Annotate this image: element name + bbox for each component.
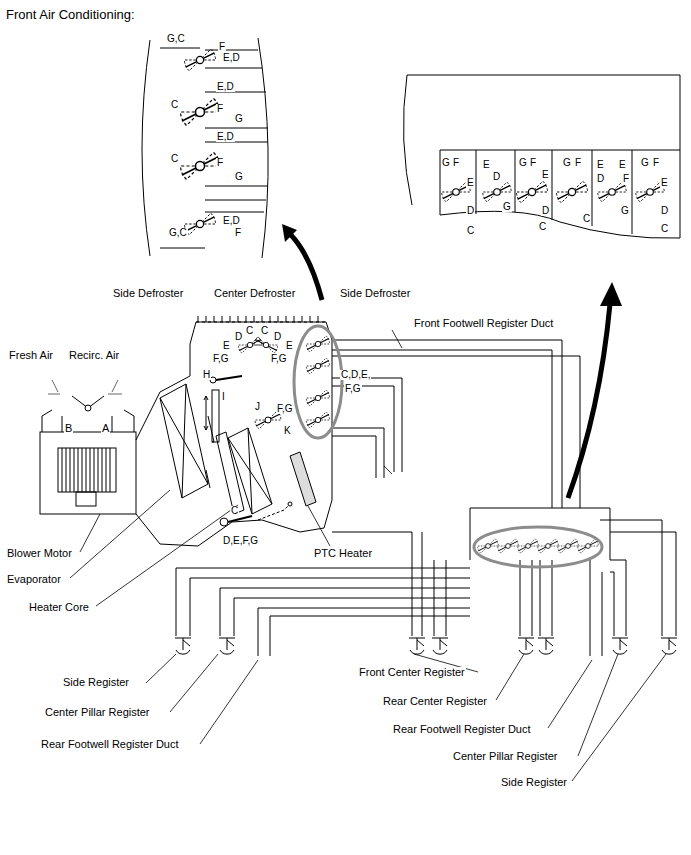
damper-position-letter: F,G	[270, 354, 288, 364]
damper-position-letter: G	[562, 158, 572, 168]
damper-position-letter: G	[620, 206, 630, 216]
damper-position-letter: A	[101, 423, 110, 434]
damper-position-letter: J	[254, 402, 261, 412]
part-label: Front Footwell Register Duct	[413, 318, 554, 329]
damper-position-letter: C	[582, 214, 591, 224]
part-label: Side Defroster	[339, 288, 411, 299]
damper-position-letter: G	[441, 158, 451, 168]
damper-position-letter: E,D	[216, 132, 235, 142]
damper-position-letter: E	[541, 170, 550, 180]
damper-position-letter: F	[218, 42, 226, 52]
damper-position-letter: F	[622, 174, 630, 184]
damper-position-letter: C	[660, 224, 669, 234]
damper-position-letter: K	[283, 426, 292, 436]
damper-position-letter: D	[596, 174, 605, 184]
damper-position-letter: E	[618, 160, 627, 170]
damper-position-letter: C	[538, 222, 547, 232]
damper-position-letter: D	[660, 206, 669, 216]
damper-position-letter: D	[541, 206, 550, 216]
damper-position-letter: C	[260, 326, 269, 336]
damper-position-letter: G,C	[168, 228, 188, 238]
damper-position-letter: D	[234, 332, 243, 342]
damper-position-letter: F	[652, 158, 660, 168]
part-label: Heater Core	[28, 602, 90, 613]
damper-position-letter: G	[234, 114, 244, 124]
damper-position-letter: G	[502, 202, 512, 212]
damper-position-letter: G	[640, 158, 650, 168]
damper-position-letter: E,D	[216, 82, 235, 92]
damper-position-letter: C	[170, 154, 179, 164]
damper-position-letter: E	[222, 341, 231, 351]
damper-position-letter: F	[216, 104, 224, 114]
part-label: Blower Motor	[6, 548, 73, 559]
part-label: Evaporator	[6, 574, 62, 585]
part-label: D,E,F,G	[222, 536, 259, 546]
part-label: Rear Center Register	[382, 696, 488, 707]
damper-position-letter: E,D	[222, 53, 241, 63]
damper-position-letter: E	[285, 341, 294, 351]
part-label: PTC Heater	[313, 548, 373, 559]
damper-position-letter: D	[466, 206, 475, 216]
damper-position-letter: F	[234, 228, 242, 238]
damper-position-letter: G	[518, 158, 528, 168]
part-label: Rear Footwell Register Duct	[40, 739, 180, 750]
damper-position-letter: F	[216, 158, 224, 168]
damper-position-letter: F,G	[276, 404, 294, 414]
damper-position-letter: H	[202, 370, 211, 380]
damper-position-letter: F,G	[212, 354, 230, 364]
part-label: Side Register	[500, 777, 568, 788]
part-label: C,D,E,	[340, 370, 371, 380]
damper-position-letter: F	[574, 158, 582, 168]
damper-position-letter: E	[660, 178, 669, 188]
damper-position-letter: E	[482, 160, 491, 170]
part-label: Center Pillar Register	[44, 707, 151, 718]
part-label: Side Register	[62, 677, 130, 688]
damper-position-letter: I	[221, 392, 226, 402]
part-label: Front Center Register	[358, 667, 466, 678]
damper-position-letter: E	[596, 160, 605, 170]
damper-position-letter: F	[452, 158, 460, 168]
damper-position-letter: C	[466, 226, 475, 236]
part-label: Recirc. Air	[68, 350, 120, 361]
damper-position-letter: D	[273, 332, 282, 342]
damper-position-letter: C	[245, 326, 254, 336]
damper-position-letter: D	[492, 172, 501, 182]
damper-position-letter: G,C	[166, 34, 186, 44]
part-label: Rear Footwell Register Duct	[392, 724, 532, 735]
damper-position-letter: F,G	[344, 384, 362, 394]
damper-position-letter: B	[64, 423, 73, 434]
part-label: Side Defroster	[112, 288, 184, 299]
part-label: Center Defroster	[213, 288, 296, 299]
damper-position-letter: E,D	[222, 216, 241, 226]
damper-position-letter: G	[234, 172, 244, 182]
damper-position-letter: C	[230, 506, 239, 516]
part-label: Center Pillar Register	[452, 751, 559, 762]
damper-position-letter: C	[170, 100, 179, 110]
part-label: Fresh Air	[8, 350, 54, 361]
damper-position-letter: F	[529, 158, 537, 168]
diagram-title: Front Air Conditioning:	[6, 8, 135, 21]
damper-position-letter: E	[466, 178, 475, 188]
